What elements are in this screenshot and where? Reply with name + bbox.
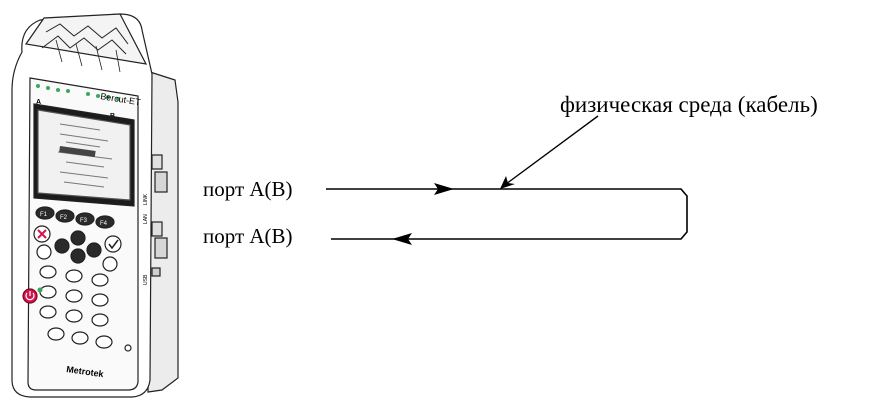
media-pointer-line xyxy=(501,115,599,188)
port-label-bottom: порт А(В) xyxy=(203,224,293,248)
menu-key xyxy=(36,244,52,260)
usb-port xyxy=(151,267,161,277)
device-side xyxy=(147,71,179,393)
side-label-usb: USB xyxy=(143,274,149,285)
function-keys: F1 F2 F3 F4 xyxy=(35,206,115,229)
side-label-link: LINK xyxy=(143,193,149,205)
f2-key xyxy=(55,209,75,223)
led-row xyxy=(36,84,120,101)
physical-media-label: физическая среда (кабель) xyxy=(560,92,818,117)
settings-key xyxy=(102,256,118,272)
indicator-dot xyxy=(124,344,132,352)
f3-label: F3 xyxy=(80,218,88,224)
f4-label: F4 xyxy=(100,221,108,227)
nav-pad xyxy=(54,230,102,264)
f1-label: F1 xyxy=(40,212,48,218)
f2-label: F2 xyxy=(60,215,68,221)
port-a-socket xyxy=(151,154,163,170)
f1-key xyxy=(35,206,55,220)
port-b-socket xyxy=(151,221,163,237)
side-ports: LINK LAN USB xyxy=(143,154,168,285)
media-pointer-arrow xyxy=(500,176,515,189)
tester-device: Bercut-ET A B F1 F2 F3 F4 xyxy=(11,13,179,398)
ok-key xyxy=(104,235,122,253)
port-label-top: порт А(В) xyxy=(203,177,293,201)
arrow-bottom-left xyxy=(392,233,412,245)
port-b-rj45 xyxy=(154,237,168,259)
arrow-top-right xyxy=(434,183,454,195)
cable-path xyxy=(326,188,688,240)
power-led xyxy=(37,287,43,293)
port-a-rj45 xyxy=(154,171,168,193)
numeric-keypad xyxy=(39,265,113,349)
power-icon xyxy=(25,291,35,301)
side-label-lan: LAN xyxy=(143,214,149,224)
check-icon xyxy=(108,239,119,250)
f3-key xyxy=(75,212,95,226)
cancel-icon xyxy=(37,229,47,239)
port-a-letter: A xyxy=(36,99,41,106)
f4-key xyxy=(95,215,115,229)
loopback-cable xyxy=(326,188,688,240)
